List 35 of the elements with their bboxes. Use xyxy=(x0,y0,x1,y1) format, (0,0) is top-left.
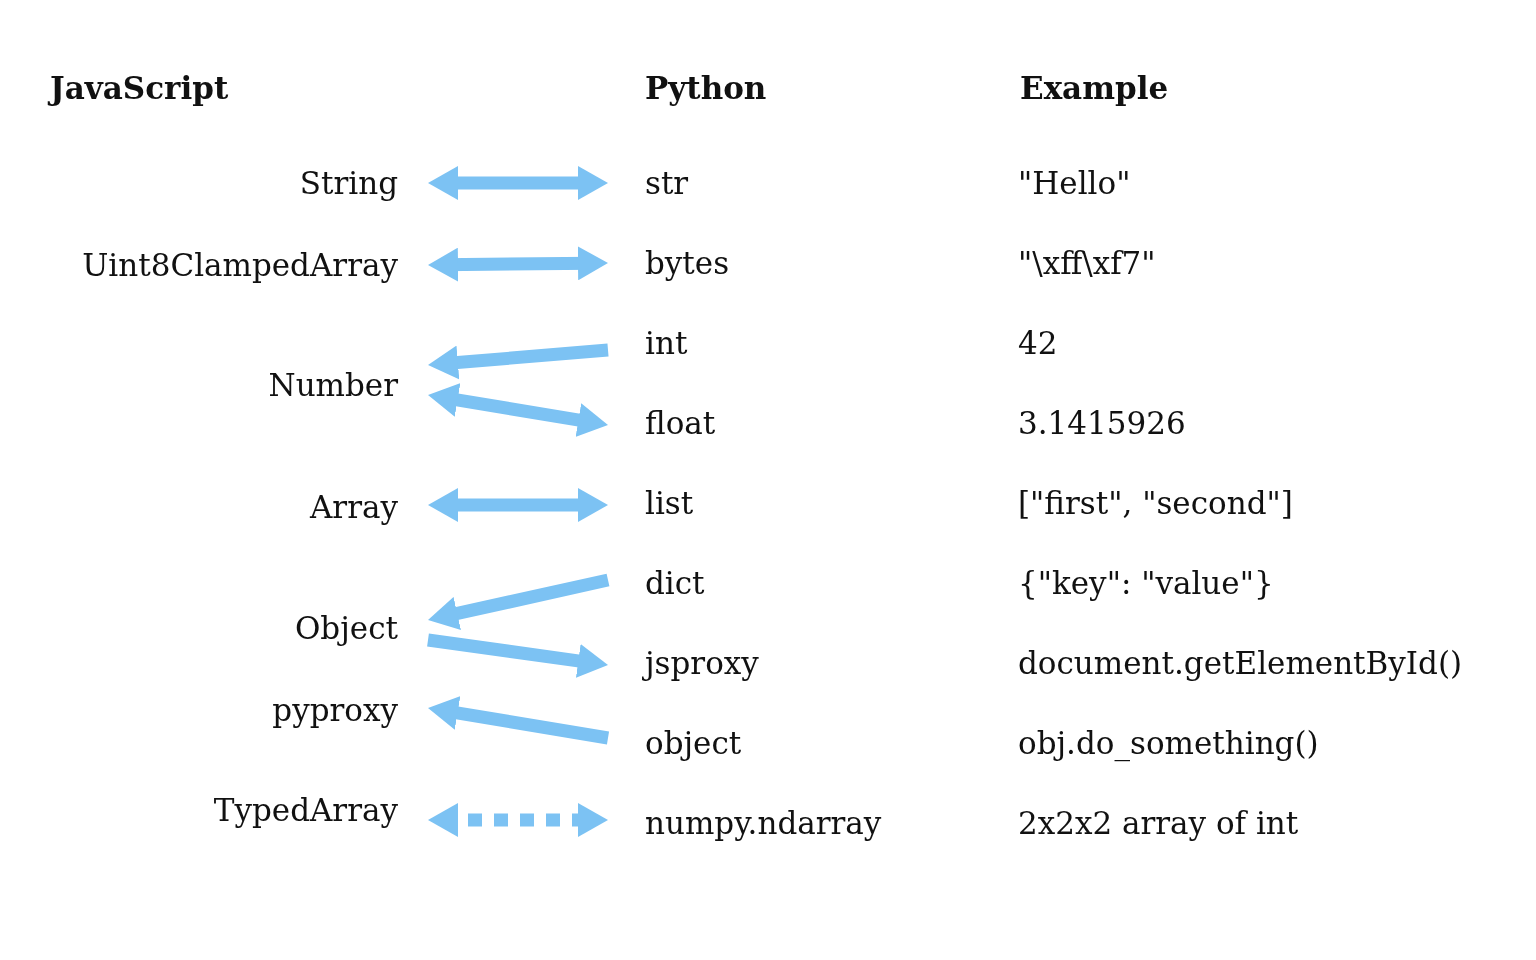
type-name: float xyxy=(645,405,716,441)
example-value: document.getElementById() xyxy=(1018,644,1463,683)
example-value: "\xff\xf7" xyxy=(1018,244,1156,283)
type-name: object xyxy=(645,725,742,761)
type-name: dict xyxy=(645,565,705,601)
type-name: int xyxy=(645,325,688,361)
example-value: 2x2x2 array of int xyxy=(1018,804,1299,843)
column-header: Example xyxy=(1020,69,1169,108)
example-value: 42 xyxy=(1018,324,1058,363)
type-name: str xyxy=(645,165,689,201)
arrow xyxy=(427,343,609,380)
type-name: Array xyxy=(309,489,398,525)
type-name: Uint8ClampedArray xyxy=(82,247,398,283)
example-value: ["first", "second"] xyxy=(1018,484,1293,523)
type-name: list xyxy=(645,485,694,521)
arrow xyxy=(427,633,609,678)
type-name: Object xyxy=(294,610,398,646)
double-arrow xyxy=(428,488,608,522)
type-name: numpy.ndarray xyxy=(645,805,882,841)
type-name: Number xyxy=(268,367,398,403)
example-value: {"key": "value"} xyxy=(1018,564,1274,603)
double-arrow xyxy=(428,166,608,200)
double-arrow xyxy=(426,383,610,437)
type-name: TypedArray xyxy=(213,792,398,828)
double-arrow xyxy=(427,246,609,282)
example-value: obj.do_something() xyxy=(1018,724,1319,763)
arrow xyxy=(426,696,610,745)
type-name: bytes xyxy=(645,245,730,281)
example-value: "Hello" xyxy=(1018,164,1131,203)
dashed-double-arrow xyxy=(428,803,608,837)
example-value: 3.1415926 xyxy=(1018,404,1186,443)
type-name: String xyxy=(299,165,398,201)
column-header: Python xyxy=(645,69,767,108)
type-name: pyproxy xyxy=(272,692,398,728)
arrow xyxy=(426,573,610,631)
